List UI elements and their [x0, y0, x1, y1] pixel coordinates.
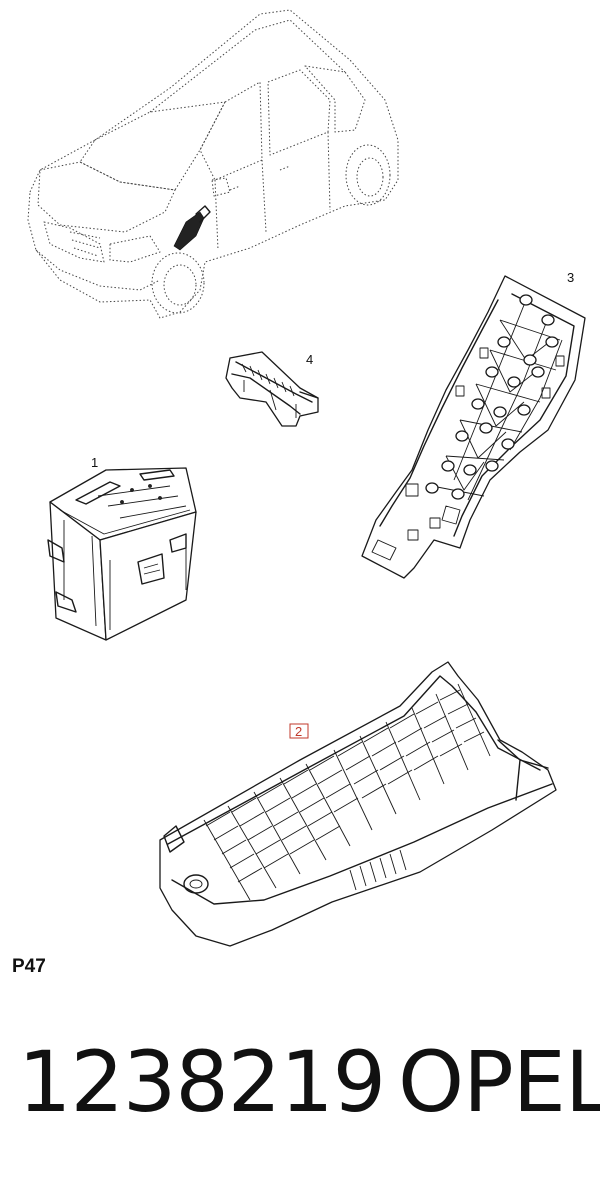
part-1-box	[47, 467, 197, 641]
callout-part-2-box	[289, 723, 309, 739]
part-2-fuse-carrier	[159, 661, 557, 947]
part-4-clip	[225, 351, 319, 427]
brand-name: OPEL	[398, 1033, 600, 1131]
part-3-cover	[361, 275, 586, 579]
page-code: P47	[12, 956, 46, 977]
callout-part-4: 4	[306, 352, 313, 367]
callout-part-2: 2	[295, 724, 302, 739]
callout-part-1: 1	[91, 455, 98, 470]
callout-part-3: 3	[567, 270, 574, 285]
vehicle-illustration	[27, 9, 399, 319]
part-number: 1238219	[18, 1033, 386, 1131]
